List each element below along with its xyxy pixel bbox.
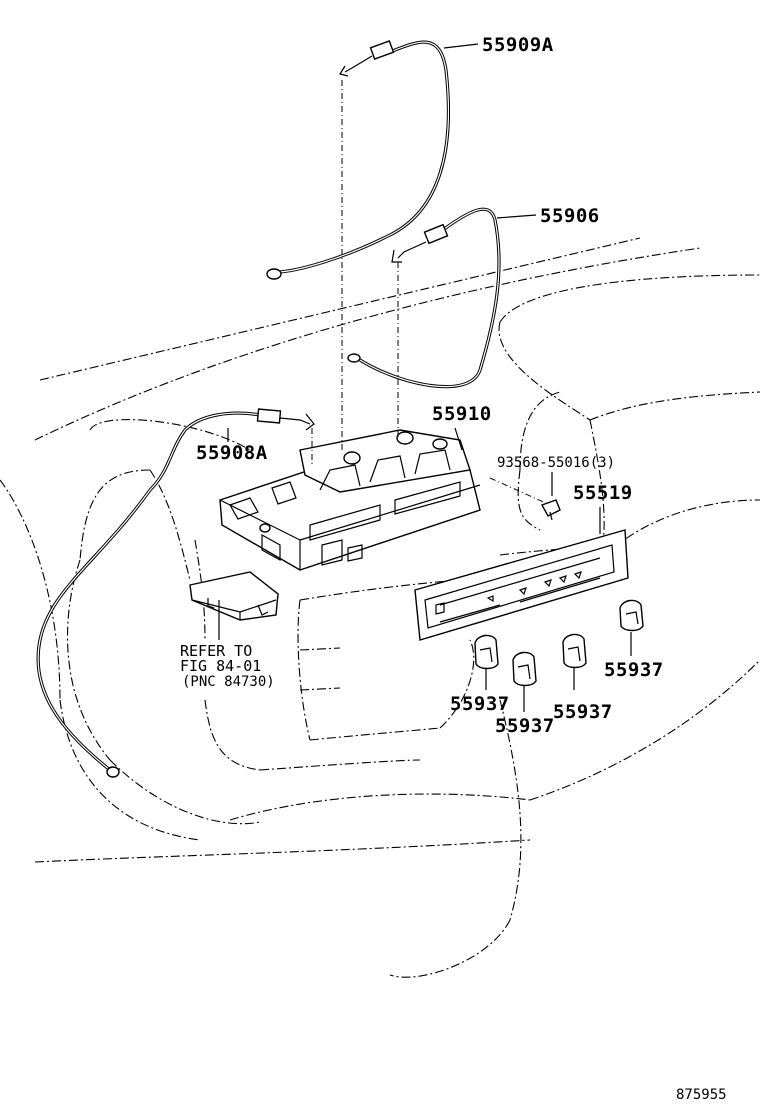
- label-93568: 93568-55016(3): [497, 455, 615, 471]
- knobs-55937: [474, 599, 644, 687]
- cable-55909a: [266, 40, 451, 280]
- screw-93568: [540, 499, 561, 521]
- refer-line-3: (PNC 84730): [182, 674, 275, 690]
- label-55937-a: 55937: [450, 693, 510, 715]
- label-55937-d: 55937: [604, 659, 664, 681]
- projection-lines: [311, 80, 549, 505]
- label-55937-b: 55937: [495, 715, 555, 737]
- leader-lines: [218, 43, 632, 712]
- label-55910: 55910: [432, 403, 492, 425]
- refer-line-1: REFER TO: [180, 642, 252, 660]
- control-panel-55519: [414, 529, 629, 641]
- refer-line-2: FIG 84-01: [180, 657, 261, 675]
- dashboard-outline: [0, 237, 760, 978]
- label-55909a: 55909A: [482, 34, 554, 56]
- refer-unit: [189, 571, 279, 621]
- cable-55908a: [36, 408, 315, 778]
- label-55519: 55519: [573, 482, 633, 504]
- label-55906: 55906: [540, 205, 600, 227]
- label-55908a: 55908A: [196, 442, 268, 464]
- cable-55906: [347, 207, 501, 389]
- label-55937-c: 55937: [553, 701, 613, 723]
- figure-number: 875955: [676, 1087, 727, 1103]
